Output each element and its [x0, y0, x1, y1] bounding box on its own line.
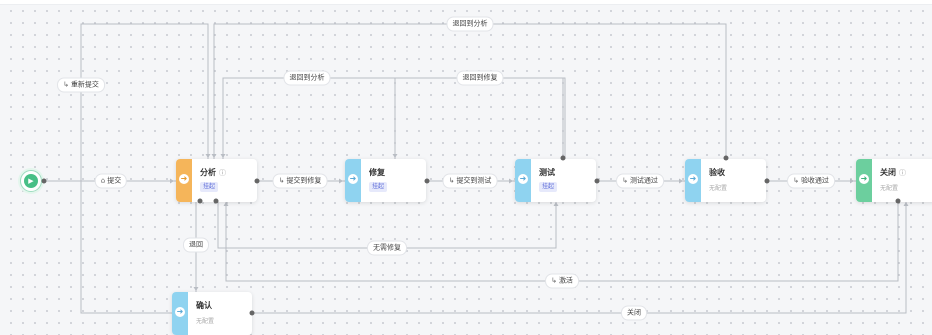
edge-label-resubmit[interactable]: ↳重新提交 [57, 77, 105, 93]
edge-label-back-to-fix[interactable]: 退回到修复 [456, 70, 504, 86]
arrow-right-icon: ➜ [518, 174, 528, 184]
branch-icon: ↳ [278, 176, 285, 185]
edge-test-back-to-fix [394, 77, 564, 159]
edge-label-submit-to-test[interactable]: ↳提交到测试 [442, 173, 498, 189]
accept-port-top[interactable] [723, 155, 729, 161]
fix-port-right[interactable] [424, 178, 430, 184]
arrow-right-icon: ➜ [688, 174, 698, 184]
status-badge: 挂起 [369, 182, 388, 192]
edge-test-back-to-analysis [222, 77, 566, 159]
status-badge: 挂起 [539, 182, 558, 192]
node-title: 关闭 [880, 168, 896, 177]
branch-icon: ↳ [63, 80, 69, 89]
edge-label-test-passed[interactable]: ↳测试通过 [616, 173, 664, 189]
node-accept[interactable]: ➜ 验收 无配置 [685, 159, 766, 202]
edge-label-submit-to-fix[interactable]: ↳提交到修复 [272, 173, 328, 189]
node-title: 确认 [196, 301, 212, 310]
test-port-right[interactable] [594, 178, 600, 184]
node-confirm[interactable]: ➜ 确认 无配置 [172, 292, 252, 335]
accept-port-right[interactable] [764, 178, 770, 184]
node-title: 修复 [369, 168, 385, 177]
start-node[interactable]: ▶ [20, 170, 42, 192]
edge-label-back-to-analysis-top[interactable]: 退回到分析 [446, 16, 494, 32]
branch-icon: ↳ [448, 176, 455, 185]
edge-label-accept-passed[interactable]: ↳验收通过 [787, 173, 835, 189]
edge-label-no-fix-needed[interactable]: 无需修复 [367, 240, 407, 256]
node-config-status: 无配置 [196, 318, 215, 325]
edge-activate [225, 201, 899, 282]
edge-confirm-close [252, 201, 907, 314]
lock-icon: ⌂ [100, 176, 106, 185]
arrow-right-icon: ➜ [348, 174, 358, 184]
node-test[interactable]: ➜ 测试 挂起 [515, 159, 596, 202]
edge-confirm-resubmit [80, 23, 209, 314]
edge-label-submit[interactable]: ⌂提交 [94, 173, 128, 189]
canvas-top-border [0, 0, 932, 5]
node-config-status: 无配置 [709, 185, 728, 192]
edge-label-return[interactable]: 退回 [183, 237, 209, 253]
arrow-right-icon: ➜ [859, 174, 869, 184]
start-port[interactable] [41, 178, 47, 184]
test-port-top[interactable] [560, 155, 566, 161]
node-config-status: 无配置 [880, 185, 899, 192]
analysis-port-right[interactable] [254, 178, 260, 184]
node-title: 测试 [539, 168, 555, 177]
node-title: 验收 [709, 168, 725, 177]
edge-accept-back-to-analysis [213, 23, 727, 159]
info-icon[interactable]: ⓘ [219, 169, 226, 177]
branch-icon: ↳ [622, 176, 628, 185]
node-fix[interactable]: ➜ 修复 挂起 [345, 159, 426, 202]
status-badge: 挂起 [200, 182, 219, 192]
analysis-port-bottom[interactable] [213, 198, 219, 204]
branch-icon: ↳ [551, 276, 557, 285]
edge-label-activate[interactable]: ↳激活 [545, 273, 579, 289]
arrow-right-icon: ➜ [179, 174, 189, 184]
confirm-port-right[interactable] [249, 310, 255, 316]
play-icon: ▶ [24, 174, 38, 188]
arrow-right-icon: ➜ [175, 307, 185, 317]
branch-icon: ↳ [793, 176, 799, 185]
analysis-port-bottom[interactable] [197, 198, 203, 204]
info-icon[interactable]: ⓘ [899, 169, 906, 177]
edge-label-back-to-analysis[interactable]: 退回到分析 [283, 70, 331, 86]
edge-label-close[interactable]: 关闭 [621, 305, 647, 321]
node-title: 分析 [200, 168, 216, 177]
close-port-bottom[interactable] [895, 198, 901, 204]
